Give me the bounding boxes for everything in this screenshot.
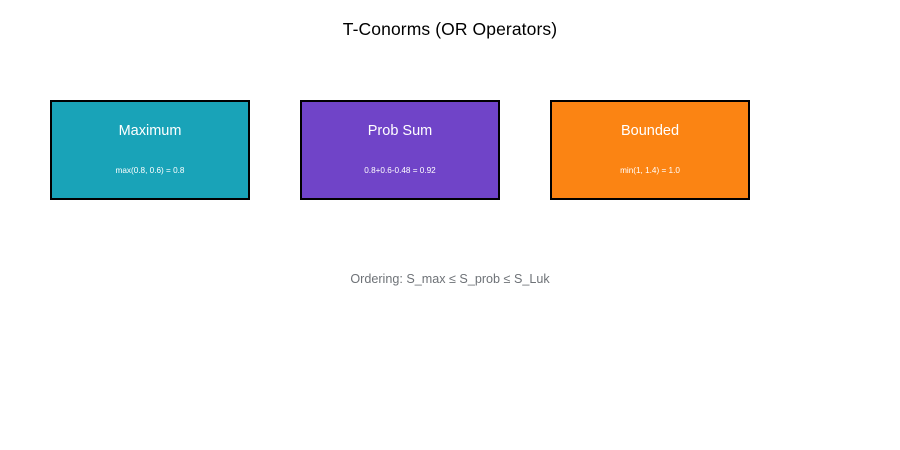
- figure-title: T-Conorms (OR Operators): [342, 19, 558, 39]
- operator-card-prob-sum[interactable]: Prob Sum 0.8+0.6-0.48 = 0.92: [300, 100, 500, 200]
- operator-formula: 0.8+0.6-0.48 = 0.92: [364, 166, 436, 175]
- operator-card-bounded[interactable]: Bounded min(1, 1.4) = 1.0: [550, 100, 750, 200]
- operator-formula: max(0.8, 0.6) = 0.8: [115, 166, 185, 175]
- operator-name: Maximum: [118, 123, 182, 139]
- ordering-note: Ordering: S_max ≤ S_prob ≤ S_Luk: [350, 272, 550, 286]
- operator-formula: min(1, 1.4) = 1.0: [620, 166, 680, 175]
- operator-name: Prob Sum: [367, 123, 433, 139]
- operator-card-maximum[interactable]: Maximum max(0.8, 0.6) = 0.8: [50, 100, 250, 200]
- operator-name: Bounded: [620, 123, 680, 139]
